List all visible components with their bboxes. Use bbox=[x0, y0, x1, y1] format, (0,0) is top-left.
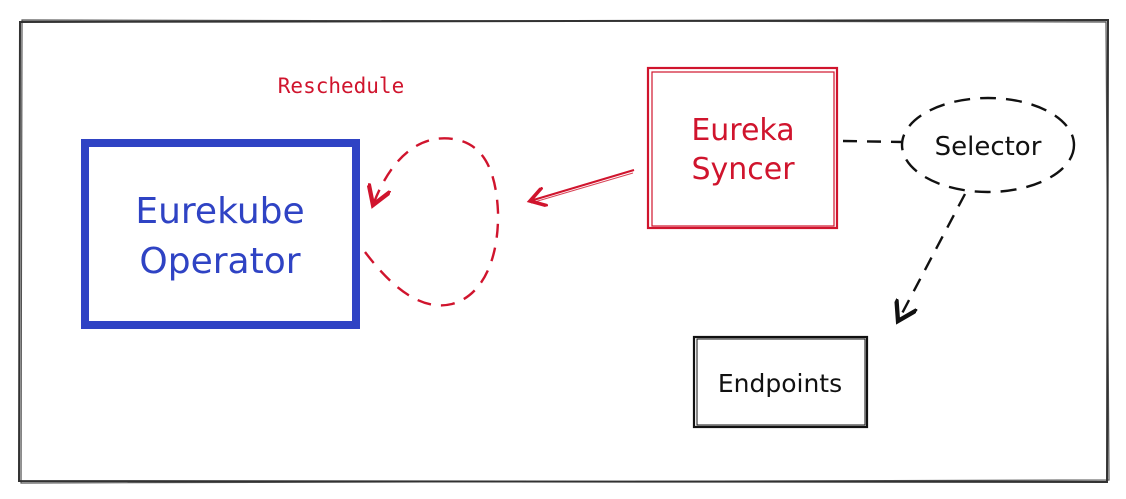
syncer-selector-connector bbox=[842, 139, 904, 144]
eurekube-operator-node: Eurekube Operator bbox=[81, 139, 360, 329]
eureka-syncer-label-line1: Eureka bbox=[691, 113, 794, 148]
eureka-syncer-node: Eureka Syncer bbox=[646, 66, 839, 230]
endpoints-node: Endpoints bbox=[692, 335, 869, 429]
selector-node: Selector bbox=[900, 96, 1076, 194]
eurekube-operator-label-line1: Eurekube bbox=[135, 191, 304, 232]
syncer-to-reschedule-arrow bbox=[530, 169, 635, 203]
endpoints-label: Endpoints bbox=[718, 369, 842, 398]
eureka-syncer-label-line2: Syncer bbox=[691, 152, 795, 187]
selector-to-endpoints-arrow bbox=[898, 193, 967, 321]
reschedule-label: Reschedule bbox=[278, 74, 404, 98]
outer-frame bbox=[17, 18, 1110, 484]
reschedule-loop: Reschedule bbox=[278, 74, 500, 307]
selector-label: Selector bbox=[935, 132, 1042, 162]
eurekube-operator-label-line2: Operator bbox=[139, 241, 300, 282]
